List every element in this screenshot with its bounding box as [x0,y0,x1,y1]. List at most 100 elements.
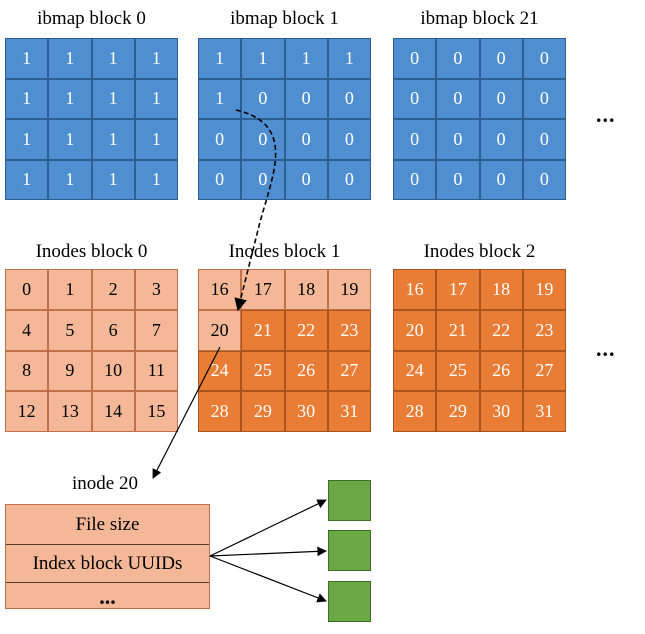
inode-cell: 30 [284,391,328,432]
inode-cell: 26 [284,350,328,392]
bitmap-cell: 1 [134,159,178,200]
inode-cell: 3 [134,269,178,310]
bitmap-cell: 0 [241,119,285,160]
inode-cell: 29 [436,391,480,432]
inode-cell: 16 [198,269,242,310]
inode-cell: 25 [241,350,285,392]
bitmap-cell: 1 [327,38,371,79]
inode-cell: 19 [522,269,566,310]
bitmap-cell: 1 [91,159,135,200]
bitmap-cell: 0 [522,38,566,79]
inodes-block-2-title: Inodes block 2 [423,241,536,262]
bitmap-cell: 1 [134,38,178,79]
inode-cell: 18 [284,269,328,310]
bitmap-cell: 0 [284,78,328,119]
inode-cell: 22 [284,309,328,351]
inode-cell: 20 [198,309,242,351]
inode-cell: 28 [198,391,242,432]
inodes-block-1-title: Inodes block 1 [228,241,341,262]
bitmap-cell: 0 [522,78,566,119]
inodes-ellipsis: ... [596,336,616,361]
bitmap-cell: 1 [284,38,328,79]
bitmap-cell: 1 [91,78,135,119]
bitmap-cell: 1 [48,38,92,79]
inode-cell: 4 [5,309,49,351]
bitmap-cell: 0 [479,78,523,119]
ibmap-block-1-title: ibmap block 1 [230,8,339,29]
bitmap-cell: 0 [479,119,523,160]
inode-cell: 19 [327,269,371,310]
bitmap-cell: 0 [393,38,437,79]
inode-cell: 10 [91,350,135,392]
inode-cell: 1 [48,269,92,310]
inode-cell: 30 [479,391,523,432]
inode-cell: 24 [393,350,437,392]
bitmap-cell: 0 [436,38,480,79]
inode-cell: 16 [393,269,437,310]
bitmap-cell: 0 [198,159,242,200]
bitmap-cell: 0 [436,119,480,160]
inode-cell: 17 [436,269,480,310]
bitmap-cell: 1 [198,78,242,119]
inode-cell: 13 [48,391,92,432]
inode-cell: 27 [522,350,566,392]
inode-cell: 20 [393,309,437,351]
bitmap-cell: 1 [134,119,178,160]
bitmap-cell: 0 [479,159,523,200]
ibmap-block-21-title: ibmap block 21 [420,8,539,29]
bitmap-cell: 1 [5,119,49,160]
index-block-2 [328,530,371,571]
ibmap-ellipsis: ... [596,102,616,127]
bitmap-cell: 1 [134,78,178,119]
inode-cell: 5 [48,309,92,351]
ibmap-block-0-title: ibmap block 0 [37,8,146,29]
bitmap-cell: 0 [436,78,480,119]
inode-cell: 15 [134,391,178,432]
index-block-1 [328,480,371,521]
bitmap-cell: 0 [393,119,437,160]
bitmap-cell: 1 [5,38,49,79]
inode-cell: 17 [241,269,285,310]
bitmap-cell: 0 [241,78,285,119]
inode-more-row: ... [99,583,116,609]
bitmap-cell: 0 [327,119,371,160]
inode-cell: 23 [522,309,566,351]
bitmap-cell: 1 [91,119,135,160]
inode-cell: 9 [48,350,92,392]
bitmap-cell: 0 [284,159,328,200]
inode-cell: 27 [327,350,371,392]
inode-cell: 11 [134,350,178,392]
bitmap-cell: 0 [393,159,437,200]
bitmap-cell: 1 [91,38,135,79]
inode-cell: 2 [91,269,135,310]
inode-cell: 26 [479,350,523,392]
inode-cell: 31 [327,391,371,432]
uuid-to-block-1-arrow [209,499,327,557]
bitmap-cell: 0 [241,159,285,200]
inode-detail-box: File size Index block UUIDs ... [5,504,210,609]
bitmap-cell: 1 [198,38,242,79]
bitmap-cell: 0 [284,119,328,160]
inode-detail-title: inode 20 [72,473,138,494]
inode-file-size-row: File size [6,505,209,545]
inode-cell: 7 [134,309,178,351]
inode-cell: 18 [479,269,523,310]
bitmap-cell: 0 [327,78,371,119]
inode-cell: 0 [5,269,49,310]
inode-cell: 6 [91,309,135,351]
uuid-to-block-2-arrow [209,546,327,557]
bitmap-cell: 0 [522,159,566,200]
inode-cell: 23 [327,309,371,351]
index-block-3 [328,581,371,622]
uuid-to-block-3-arrow [209,555,327,603]
bitmap-cell: 1 [48,119,92,160]
inode-cell: 21 [436,309,480,351]
inode-cell: 14 [91,391,135,432]
inode-cell: 28 [393,391,437,432]
bitmap-cell: 0 [198,119,242,160]
inodes-block-0-title: Inodes block 0 [35,241,148,262]
